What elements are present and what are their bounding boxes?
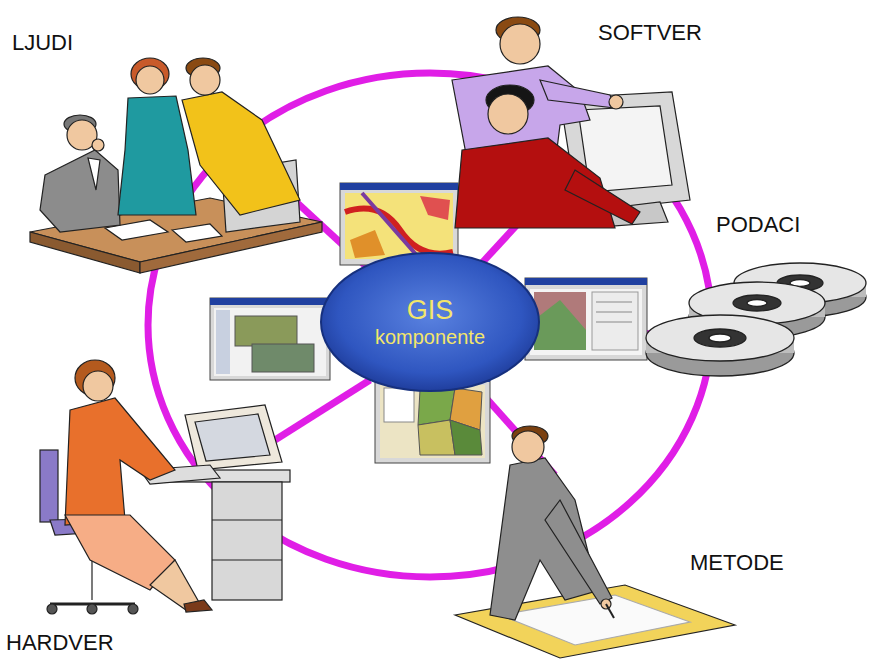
hub-text-group: GISkomponente xyxy=(375,295,485,349)
tape-reels xyxy=(646,263,866,376)
component-label: HARDVER xyxy=(6,630,114,656)
component-label: METODE xyxy=(690,550,784,576)
screen-aerial xyxy=(210,298,330,380)
screen-image xyxy=(592,292,638,350)
screen-aerial xyxy=(210,298,330,380)
hardware-figure xyxy=(212,559,282,560)
component-ring xyxy=(275,380,370,440)
people-figures xyxy=(190,65,220,95)
hardware-figure xyxy=(212,482,282,600)
hardware-figure xyxy=(184,600,212,612)
screen-image xyxy=(525,278,647,360)
people-figures xyxy=(136,66,164,94)
screen-parcels xyxy=(450,420,482,455)
screen-image xyxy=(596,302,632,303)
methods-figure xyxy=(455,426,735,658)
screen-parcels xyxy=(380,385,485,458)
tape-reels xyxy=(747,300,767,307)
people-figures xyxy=(88,158,100,190)
hardware-figure xyxy=(40,450,58,522)
component-label: LJUDI xyxy=(12,30,73,56)
screen-image xyxy=(530,289,642,355)
tape-reels xyxy=(709,334,731,342)
software-figures xyxy=(540,80,615,108)
hardware-figure xyxy=(212,519,282,520)
screen-parcels xyxy=(418,420,455,455)
people-figures xyxy=(172,224,222,242)
screen-image xyxy=(525,278,647,360)
tape-reels xyxy=(733,295,781,311)
screen-aerial xyxy=(214,308,326,376)
hub-ellipse: GISkomponente xyxy=(319,251,541,393)
component-label: PODACI xyxy=(716,212,800,238)
people-figures xyxy=(118,96,196,215)
screen-aerial xyxy=(235,316,297,346)
methods-figure xyxy=(512,431,544,463)
hardware-figure xyxy=(83,371,113,401)
methods-figure xyxy=(500,595,690,645)
methods-figure xyxy=(606,604,614,618)
tape-reels xyxy=(646,315,794,361)
methods-figure xyxy=(545,500,612,604)
people-figures xyxy=(30,58,322,273)
hardware-figure xyxy=(185,405,282,470)
people-figures xyxy=(40,150,120,232)
software-figures xyxy=(488,94,528,134)
hub-subtitle: komponente xyxy=(375,326,485,349)
screen-map xyxy=(420,196,450,220)
component-label: SOFTVER xyxy=(598,20,702,46)
hub-ellipse-outline xyxy=(321,253,539,391)
screen-map xyxy=(350,230,385,258)
hardware-figure xyxy=(128,604,138,614)
hardware-figure xyxy=(87,604,97,614)
screen-image xyxy=(596,312,632,313)
screen-aerial xyxy=(252,344,314,372)
screen-aerial xyxy=(216,310,230,374)
tape-reels xyxy=(694,329,746,347)
hardware-figure xyxy=(40,360,290,614)
screen-image xyxy=(525,278,647,285)
screen-map xyxy=(340,183,458,190)
people-figures xyxy=(92,139,104,151)
hub-title: GIS xyxy=(407,295,454,326)
methods-figure xyxy=(490,458,600,620)
software-figures xyxy=(609,95,623,109)
people-figures xyxy=(182,92,300,215)
software-figures xyxy=(565,170,640,224)
screen-aerial xyxy=(210,298,330,305)
screen-image xyxy=(596,322,632,323)
screen-map xyxy=(345,193,453,259)
hardware-figure xyxy=(195,414,270,461)
screen-image xyxy=(534,292,586,350)
screen-parcels xyxy=(384,388,414,422)
software-figures xyxy=(500,24,540,64)
software-figures xyxy=(452,17,690,228)
hardware-figure xyxy=(65,398,175,525)
hardware-figure xyxy=(47,604,57,614)
screen-image xyxy=(534,300,586,350)
